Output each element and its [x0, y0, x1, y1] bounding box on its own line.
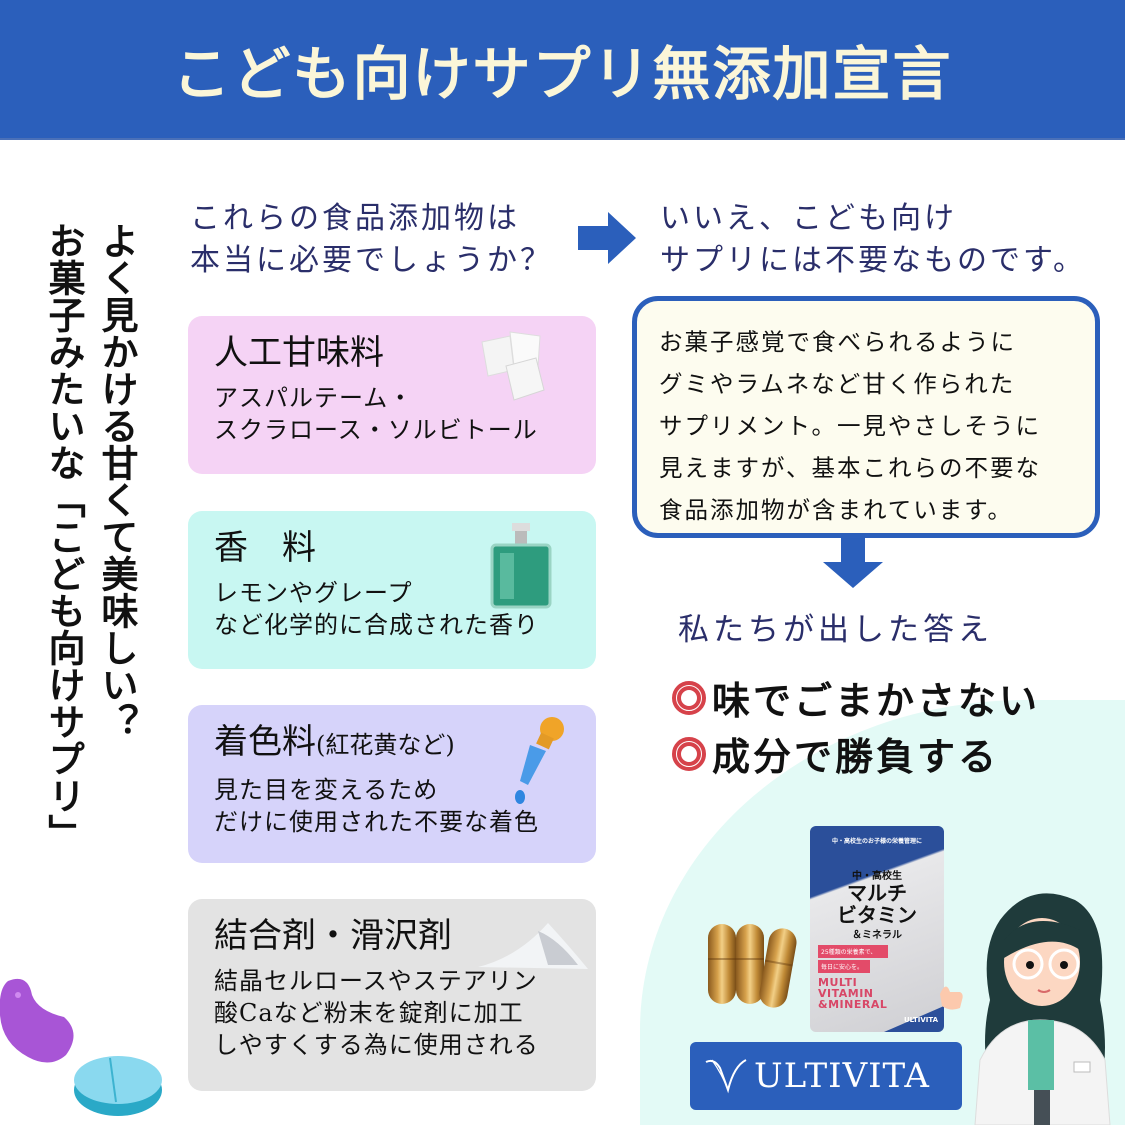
explanation-line: 食品添加物が含まれています。	[659, 496, 1013, 524]
result-item-text: 味でごまかさない	[712, 679, 1041, 723]
arrow-right-icon	[578, 212, 636, 264]
package-tagline: 毎日に安心を。	[818, 960, 870, 973]
tablet-pill-icon	[74, 1056, 162, 1116]
result-item: 味でごまかさない	[672, 670, 1040, 725]
package-name-line: ビタミン	[837, 903, 917, 927]
answer-line-2: サプリには不要なものです。	[660, 243, 1086, 278]
question-text: これらの食品添加物は 本当に必要でしょうか？	[190, 198, 553, 282]
question-line-2: 本当に必要でしょうか？	[190, 243, 553, 278]
dropper-icon	[515, 717, 564, 804]
explanation-line: 見えますが、基本これらの不要な	[659, 454, 1042, 482]
card-title-sub: (紅花黄など)	[316, 731, 455, 759]
explanation-bubble: お菓子感覚で食べられるように グミやラムネなど甘く作られた サプリメント。一見や…	[632, 296, 1100, 538]
package-english-line: VITAMIN	[818, 987, 874, 1000]
card-body-line: アスパルテーム・	[214, 384, 414, 412]
card-body-line: レモンやグレープ	[214, 579, 413, 607]
package-english-line: MULTI	[818, 976, 858, 989]
vertical-headline-1: よく見かける甘くて美味しい？	[95, 222, 138, 740]
card-body-line: 酸Caなど粉末を錠剤に加工	[214, 999, 524, 1027]
perfume-bottle-icon	[490, 523, 552, 609]
additive-card-binder: 結合剤・滑沢剤 結晶セルロースやステアリン 酸Caなど粉末を錠剤に加工 しやすく…	[188, 899, 596, 1091]
additive-card-sweetener: 人工甘味料 アスパルテーム・ スクラロース・ソルビトール	[188, 316, 596, 474]
result-item: 成分で勝負する	[672, 726, 999, 781]
product-package: 中・高校生のお子様の栄養管理に 中・高校生 マルチ ビタミン ＆ミネラル 25種…	[810, 826, 944, 1032]
package-name-line: マルチ	[847, 881, 907, 905]
capsule-icon	[708, 924, 736, 1004]
card-body-line: しやすくする為に使用される	[214, 1031, 539, 1059]
vertical-headline-2: お菓子みたいな「こども向けサプリ」	[42, 222, 85, 851]
card-title: 着色料(紅花黄など)	[214, 719, 596, 768]
card-title: 人工甘味料	[214, 333, 384, 373]
explanation-text: お菓子感覚で食べられるように グミやラムネなど甘く作られた サプリメント。一見や…	[659, 321, 1095, 531]
card-body: 見た目を変えるため だけに使用された不要な着色	[214, 774, 596, 838]
package-tagline: 25種類の栄養素で、	[818, 945, 888, 958]
package-english-name: MULTI VITAMIN &MINERAL	[818, 977, 936, 1010]
card-body-line: 見た目を変えるため	[214, 776, 439, 804]
page-header: こども向けサプリ無添加宣言	[0, 0, 1125, 140]
card-body-line: など化学的に合成された香り	[214, 611, 539, 639]
explanation-line: グミやラムネなど甘く作られた	[659, 370, 1016, 398]
card-body: アスパルテーム・ スクラロース・ソルビトール	[214, 382, 596, 446]
brand-name: ULTIVITA	[754, 1056, 930, 1096]
pointing-hand-icon	[940, 986, 963, 1010]
additive-card-coloring: 着色料(紅花黄など) 見た目を変えるため だけに使用された不要な着色	[188, 705, 596, 863]
package-brand: ULTIVITA	[903, 1016, 938, 1024]
card-body: レモンやグレープ など化学的に合成された香り	[214, 577, 596, 641]
explanation-line: お菓子感覚で食べられるように	[659, 328, 1016, 356]
package-grade: 中・高校生	[852, 871, 902, 882]
additive-card-flavoring: 香 料 レモンやグレープ など化学的に合成された香り	[188, 511, 596, 669]
double-circle-icon	[672, 680, 706, 715]
package-subname: ＆ミネラル	[852, 930, 902, 941]
card-title: 結合剤・滑沢剤	[214, 916, 452, 956]
brand-logo: ULTIVITA	[690, 1042, 962, 1110]
brand-v-logo-icon	[705, 1059, 747, 1094]
double-circle-icon	[672, 736, 706, 771]
card-body-line: スクラロース・ソルビトール	[214, 416, 538, 444]
card-title-main: 着色料	[214, 722, 316, 762]
question-line-1: これらの食品添加物は	[190, 201, 520, 236]
page-title: こども向けサプリ無添加宣言	[172, 40, 953, 108]
answer-text: いいえ、こども向け サプリには不要なものです。	[660, 198, 1086, 282]
explanation-line: サプリメント。一見やさしそうに	[659, 412, 1042, 440]
card-body-line: 結晶セルロースやステアリン	[214, 967, 538, 995]
package-banner: 中・高校生のお子様の栄養管理に	[831, 838, 922, 845]
arrow-down-icon	[823, 538, 883, 588]
card-body: 結晶セルロースやステアリン 酸Caなど粉末を錠剤に加工 しやすくする為に使用され…	[214, 965, 596, 1061]
result-item-text: 成分で勝負する	[712, 735, 1000, 779]
card-title: 香 料	[214, 528, 316, 568]
answer-line-1: いいえ、こども向け	[660, 201, 957, 236]
result-heading: 私たちが出した答え	[678, 612, 993, 648]
doctor-illustration	[974, 893, 1111, 1125]
powder-pile-icon	[478, 923, 588, 969]
card-body-line: だけに使用された不要な着色	[214, 808, 539, 836]
sugar-cubes-icon	[481, 331, 545, 401]
package-english-line: &MINERAL	[818, 998, 888, 1011]
gummy-candy-icon	[0, 978, 74, 1063]
